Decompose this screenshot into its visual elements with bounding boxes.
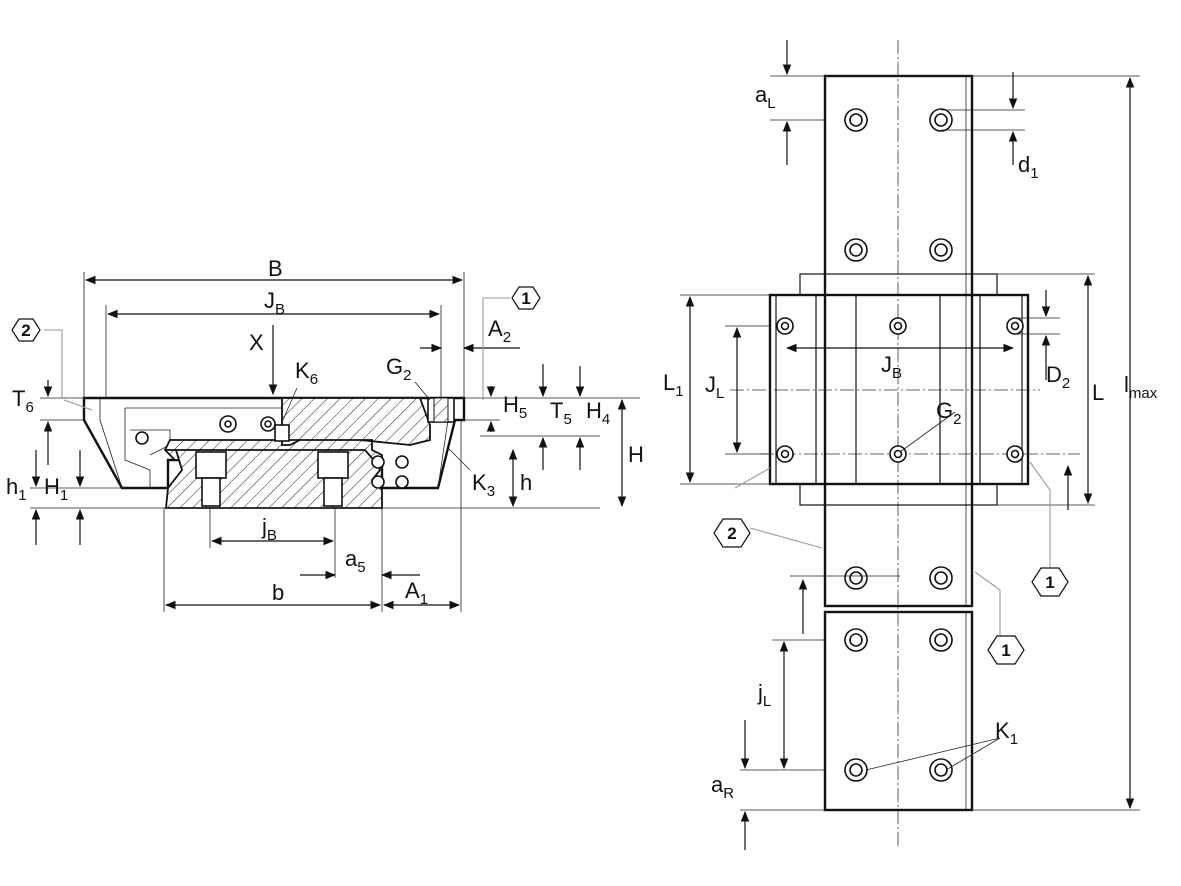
svg-text:1: 1: [521, 289, 530, 308]
label-K6: K6: [295, 358, 318, 388]
label-h: h: [520, 470, 532, 495]
carriage-end-seal-top: [799, 273, 998, 296]
label-G2: G2: [386, 354, 411, 384]
callout-2-top-view: 2: [713, 518, 751, 548]
label-H5: H5: [503, 392, 527, 422]
callout-1b-top-view: 1: [987, 635, 1025, 665]
svg-text:2: 2: [21, 321, 30, 340]
label-b: b: [272, 580, 284, 605]
carriage-section-hatch: [163, 397, 431, 461]
rail-segment-upper: [823, 74, 974, 608]
label-JL: JL: [705, 372, 724, 402]
carriage-end-seal-bottom: [799, 483, 998, 506]
label-K1: K1: [995, 718, 1018, 748]
label-H: H: [628, 442, 644, 467]
label-A1: A1: [405, 578, 428, 608]
carriage-outline: [82, 396, 466, 490]
rail-segment-lower: [823, 610, 974, 812]
label-jB: jB: [261, 514, 277, 544]
label-JB-top: JB: [881, 352, 902, 382]
label-jL: jL: [757, 680, 771, 710]
callout-1-cross-section: 1: [511, 286, 541, 310]
svg-text:1: 1: [1001, 641, 1010, 660]
label-aR: aR: [711, 772, 734, 802]
carriage-body: [768, 293, 1030, 486]
label-H4: H4: [586, 398, 610, 428]
carriage-holes: [776, 317, 1024, 463]
top-view: 2 1 1 aL d1 D2 L L1 JL JB G2 lmax jL K1 …: [663, 40, 1158, 850]
label-T6: T6: [12, 386, 34, 416]
rail-holes: [844, 108, 953, 782]
cross-section-view: 1 2 B JB A2 X K6 G2 T6 H5 T5 H4 H K3 h h…: [6, 256, 644, 612]
callout-1a-top-view: 1: [1031, 567, 1069, 597]
label-lmax: lmax: [1124, 372, 1158, 402]
label-X: X: [249, 330, 264, 355]
label-d1: d1: [1018, 152, 1039, 182]
label-H1: H1: [44, 474, 68, 504]
label-L1: L1: [663, 370, 684, 400]
svg-text:2: 2: [727, 524, 736, 543]
label-aL: aL: [755, 82, 776, 112]
label-D2: D2: [1046, 362, 1070, 392]
label-T5: T5: [550, 398, 572, 428]
label-JB: JB: [264, 288, 285, 318]
callout-2-cross-section: 2: [11, 318, 41, 342]
label-L: L: [1092, 380, 1104, 405]
label-h1: h1: [6, 474, 27, 504]
label-B: B: [268, 256, 283, 281]
label-A2: A2: [488, 316, 511, 346]
svg-text:1: 1: [1045, 573, 1054, 592]
label-K3: K3: [472, 470, 495, 500]
label-G2-top: G2: [936, 398, 961, 428]
label-a5: a5: [345, 546, 366, 576]
